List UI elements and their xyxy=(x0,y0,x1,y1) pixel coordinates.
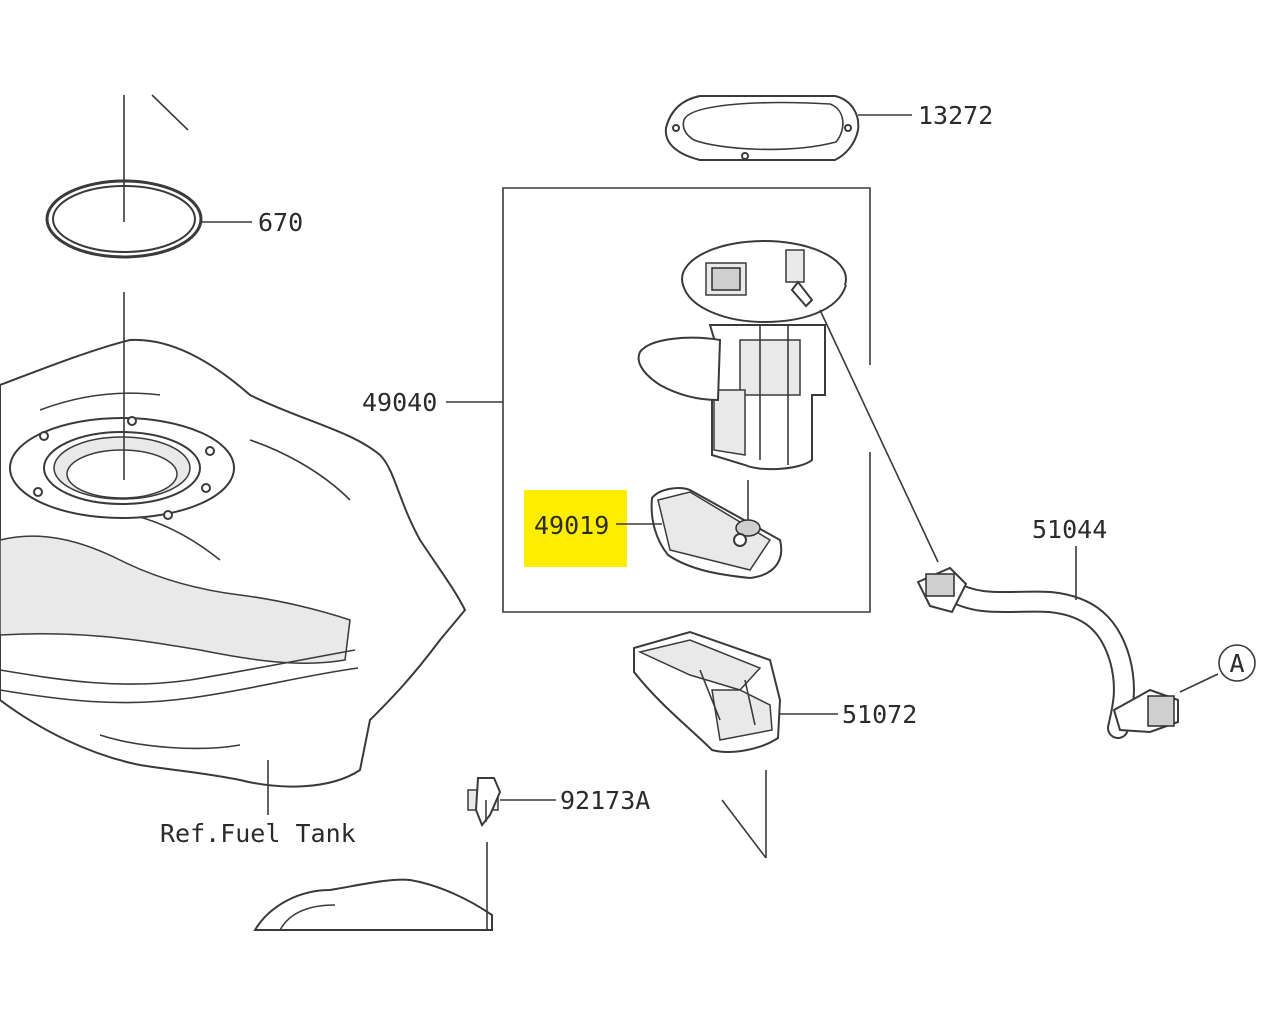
part-label-51044: 51044 xyxy=(1032,515,1107,544)
clip-92173A xyxy=(467,777,502,827)
part-label-670: 670 xyxy=(258,208,303,237)
bracket-51072 xyxy=(633,630,782,753)
callout-a-circle xyxy=(1218,644,1256,682)
leader-line xyxy=(151,94,189,131)
callout-a-leader xyxy=(1179,673,1219,693)
part-label-49040: 49040 xyxy=(362,388,437,417)
fuel-pump-assembly-frame xyxy=(502,187,871,613)
fuel-tank-fragment-line xyxy=(279,904,336,931)
fuel-tank xyxy=(0,338,467,788)
leader-line xyxy=(721,799,767,859)
part-label-51072: 51072 xyxy=(842,700,917,729)
part-label-49019: 49019 xyxy=(534,511,609,540)
o-ring-670 xyxy=(45,179,203,259)
gasket-13272 xyxy=(664,95,860,161)
fuel-hose-51044 xyxy=(916,566,1179,739)
part-number-highlight xyxy=(524,490,627,567)
fuel-tank-fragment xyxy=(253,878,493,931)
fuel-filter-49019 xyxy=(650,480,783,580)
part-label-92173A: 92173A xyxy=(560,786,650,815)
ref-fuel-tank-label: Ref.Fuel Tank xyxy=(160,819,356,848)
fuel-pump xyxy=(637,240,847,471)
part-label-13272: 13272 xyxy=(918,101,993,130)
callout-a-label: A xyxy=(1229,649,1244,678)
fuel-hose-leader xyxy=(819,309,939,563)
